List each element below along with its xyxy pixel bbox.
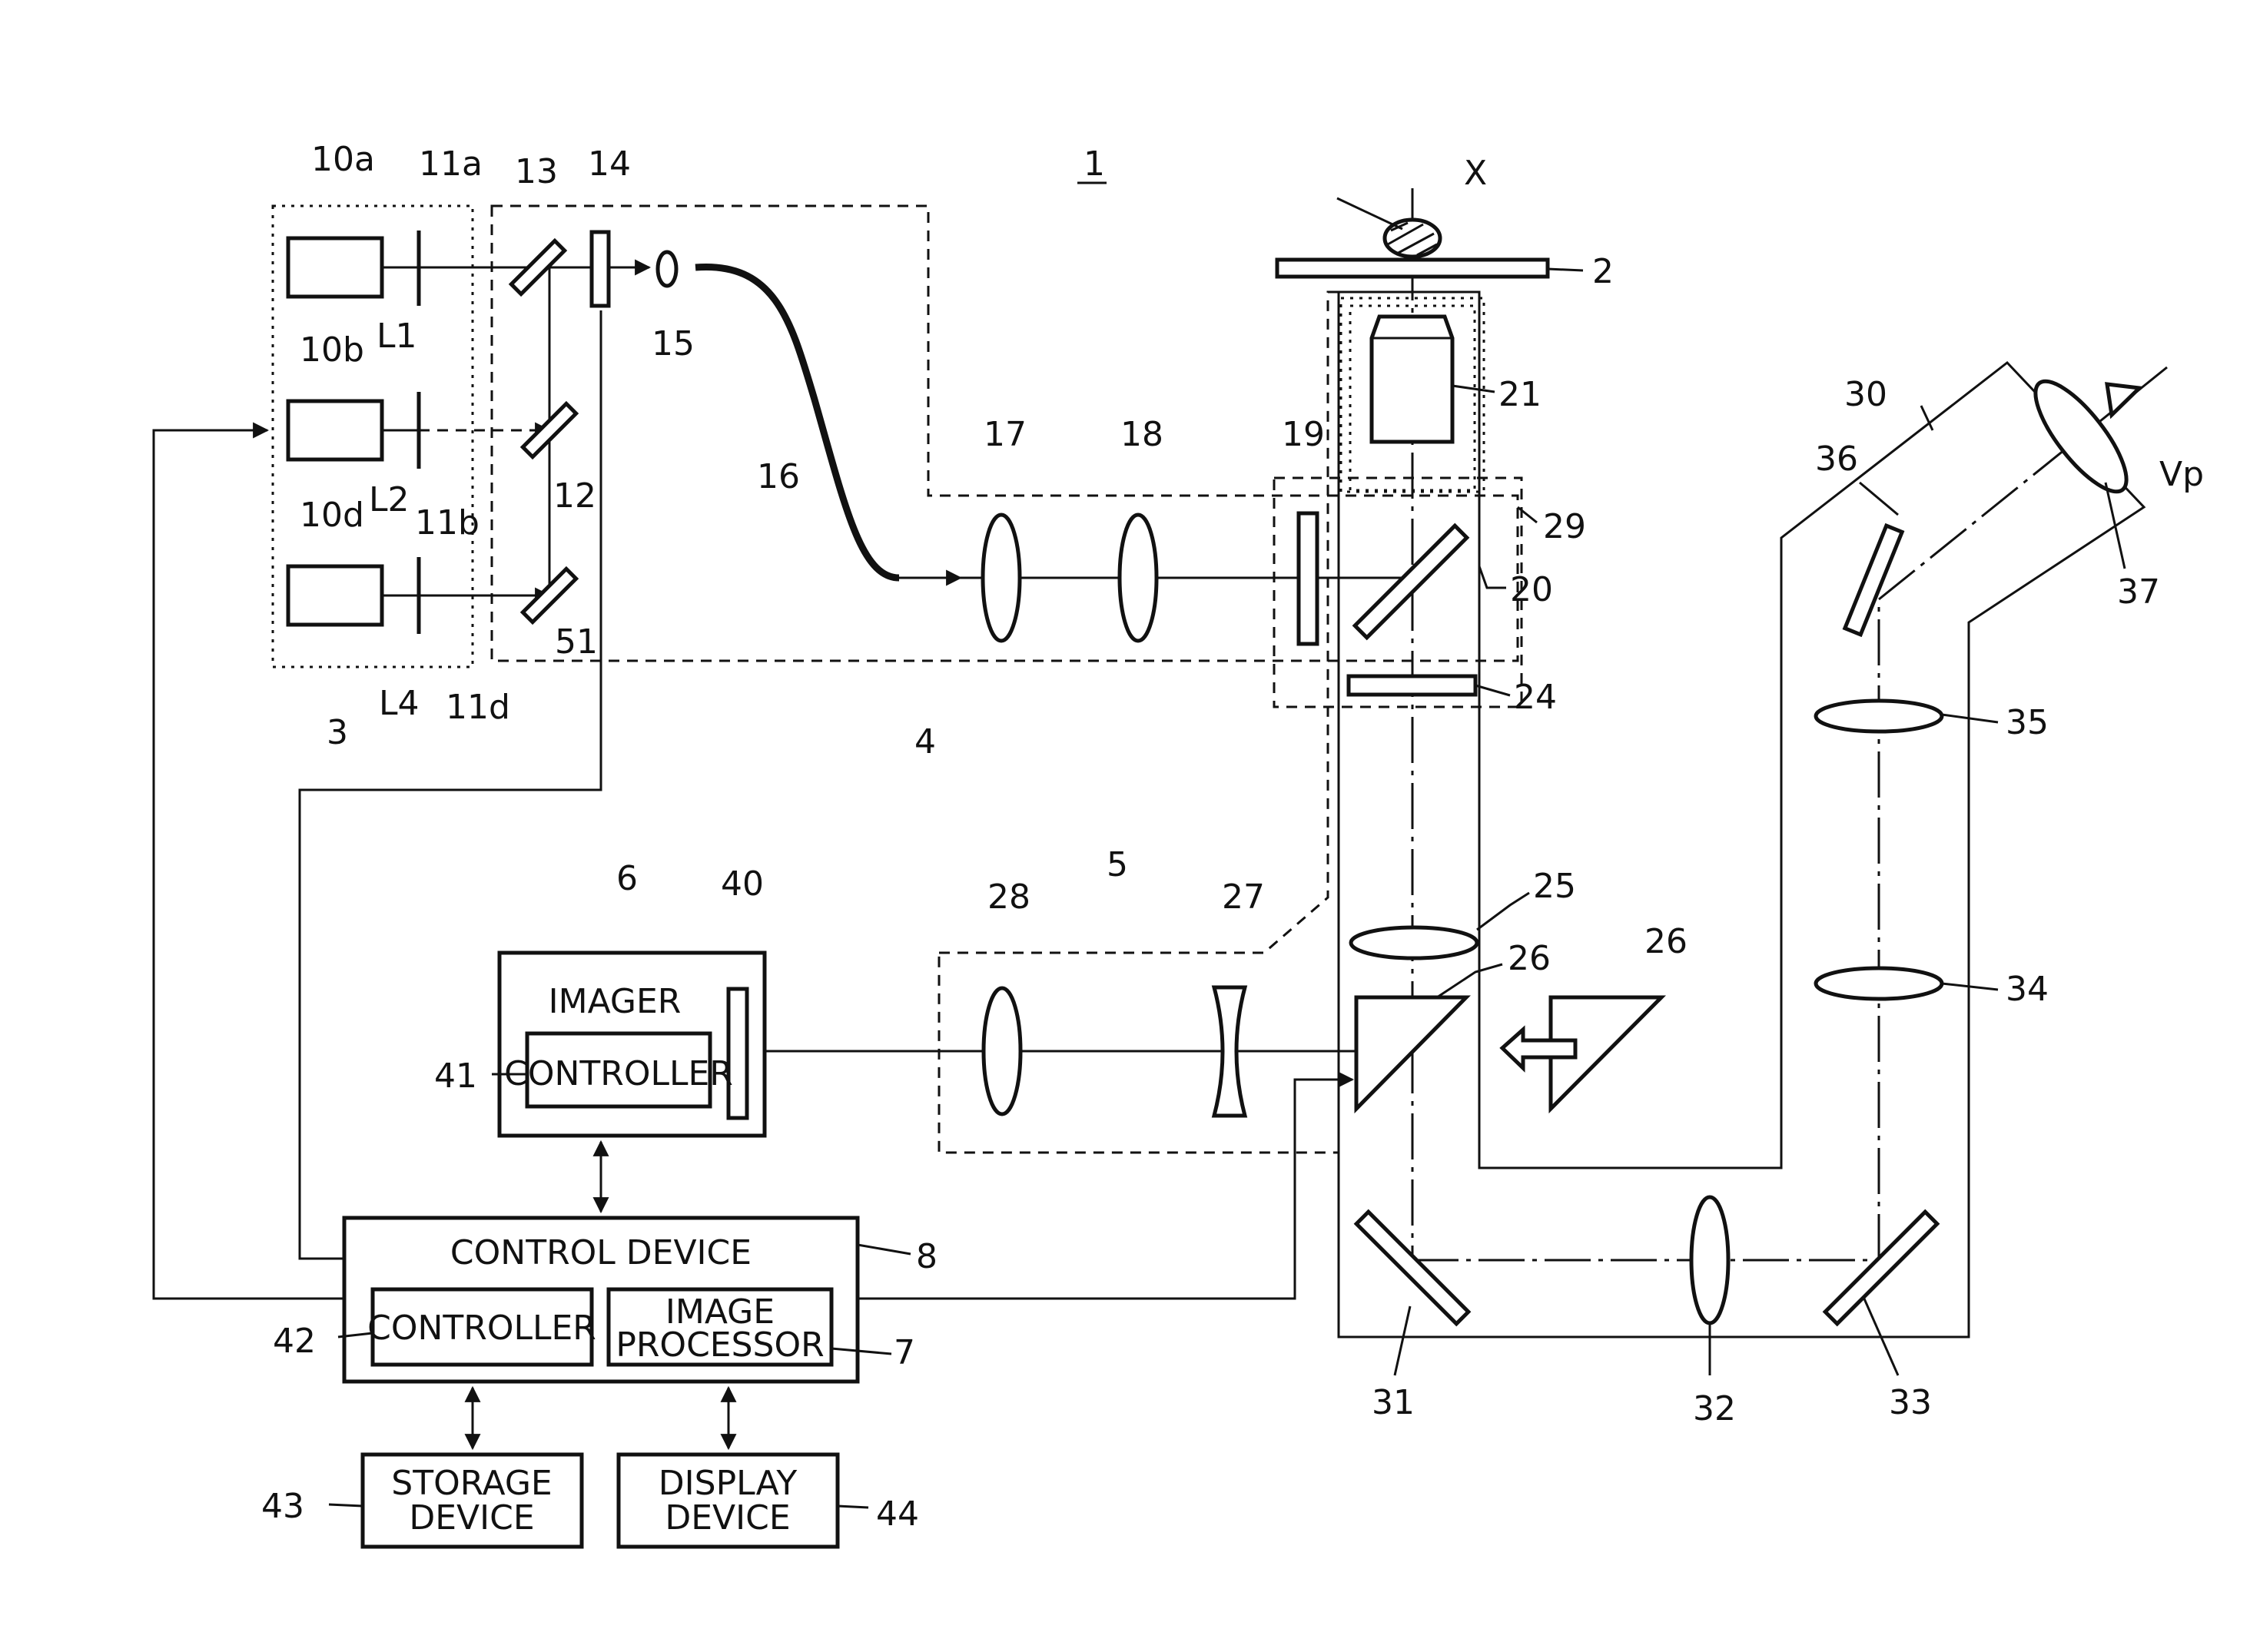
label-35: 35 [2006,703,2049,742]
label-37: 37 [2117,572,2160,612]
label-30: 30 [1844,375,1887,414]
label-7: 7 [894,1333,915,1372]
lens-15 [658,252,676,286]
label-fig: 1 [1084,144,1105,184]
light-source-10a [288,238,382,297]
label-14: 14 [588,144,631,184]
image-processor-label-2: PROCESSOR [616,1325,824,1365]
label-vp: Vp [2159,455,2204,494]
eyepiece-box-outline [1339,292,2144,1337]
label-28: 28 [987,877,1030,917]
light-source-10b [288,401,382,459]
label-20: 20 [1510,570,1553,609]
lens-17 [983,515,1020,641]
label-41: 41 [434,1057,477,1096]
lens-34 [1816,968,1942,999]
label-10b: 10b [300,330,364,370]
lens-28 [984,988,1020,1114]
label-10d: 10d [300,496,364,535]
label-11a: 11a [419,144,483,184]
label-L2: L2 [369,480,410,519]
label-4: 4 [914,722,936,761]
label-24: 24 [1514,678,1557,717]
label-10a: 10a [311,140,375,179]
label-34: 34 [2006,970,2049,1009]
label-8: 8 [916,1237,938,1276]
label-5: 5 [1107,845,1128,884]
label-11d: 11d [446,688,510,727]
label-13: 13 [515,152,558,191]
label-51: 51 [555,622,598,662]
dichroic-mirror-20 [1355,526,1467,638]
imager-title: IMAGER [549,982,682,1021]
label-31: 31 [1372,1383,1415,1422]
filter-24 [1349,676,1475,695]
label-3: 3 [327,713,348,752]
label-26b: 26 [1644,922,1688,961]
optical-fiber-16 [695,267,899,578]
display-label-2: DEVICE [665,1498,790,1538]
lens-25 [1351,927,1477,958]
stage [1277,260,1548,277]
label-17: 17 [984,415,1027,454]
label-36: 36 [1815,440,1858,479]
label-21: 21 [1498,375,1542,414]
mirror-31 [1356,1212,1469,1324]
lens-35 [1816,701,1942,731]
label-11b: 11b [415,503,480,542]
label-26a: 26 [1508,939,1551,978]
label-42: 42 [273,1322,316,1361]
sensor-40 [728,989,747,1118]
filter-14 [592,232,609,306]
label-32: 32 [1693,1389,1736,1428]
label-12: 12 [553,476,596,516]
label-18: 18 [1120,415,1163,454]
lens-32 [1691,1197,1728,1323]
filter-19 [1299,513,1317,644]
label-sample: X [1464,154,1487,193]
display-label-1: DISPLAY [659,1464,798,1503]
storage-label-2: DEVICE [409,1498,534,1538]
label-19: 19 [1282,415,1325,454]
label-43: 43 [261,1487,304,1526]
mirror-33 [1825,1212,1937,1324]
controller-label: CONTROLLER [367,1309,596,1348]
label-25: 25 [1533,867,1576,906]
viewpoint-arrow [2107,384,2139,415]
lens-18 [1120,515,1157,641]
label-44: 44 [876,1494,919,1534]
label-L4: L4 [379,684,420,723]
label-L1: L1 [377,317,417,356]
label-33: 33 [1889,1383,1932,1422]
storage-label-1: STORAGE [391,1464,552,1503]
label-16: 16 [757,457,800,496]
label-stage: 2 [1592,252,1614,291]
mirror-36 [1845,526,1902,635]
link-control-lightsource [154,430,344,1299]
label-40: 40 [721,864,764,904]
label-27: 27 [1222,877,1265,917]
imager-controller-label: CONTROLLER [504,1054,733,1093]
objective-21 [1372,317,1452,442]
control-device-title: CONTROL DEVICE [450,1233,752,1272]
label-29: 29 [1543,507,1586,546]
label-6: 6 [616,859,638,898]
label-15: 15 [652,324,695,363]
light-source-10d [288,566,382,625]
